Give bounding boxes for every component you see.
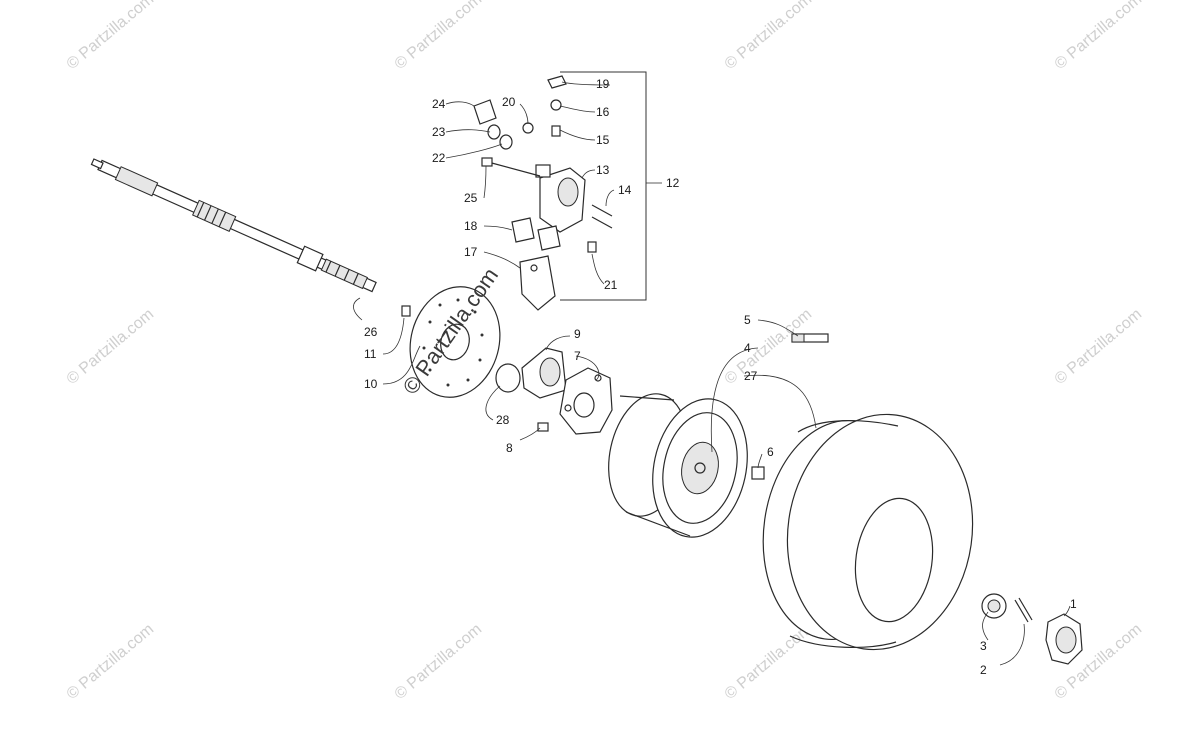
callout-16: 16 — [596, 105, 610, 119]
hub-cap — [1045, 613, 1083, 665]
tire — [762, 413, 974, 651]
callout-18: 18 — [464, 219, 478, 233]
watermark: © Partzilla.com — [1052, 0, 1146, 73]
callout-19: 19 — [596, 77, 610, 91]
axle-shaft — [90, 158, 377, 293]
watermark: © Partzilla.com — [64, 0, 158, 73]
callout-5: 5 — [744, 313, 751, 327]
brake-pads — [511, 217, 561, 251]
watermark: © Partzilla.com — [722, 0, 816, 73]
hub-seal-ring — [495, 363, 521, 393]
callout-11: 11 — [364, 347, 377, 361]
watermark: © Partzilla.com — [392, 621, 486, 703]
callout-26: 26 — [364, 325, 378, 339]
callout-labels: 1 2 3 4 5 6 7 8 9 10 11 12 13 14 15 16 1… — [364, 77, 1077, 677]
callout-21: 21 — [604, 278, 618, 292]
assembly-bracket — [560, 71, 647, 301]
watermark: © Partzilla.com — [392, 0, 486, 73]
callout-15: 15 — [596, 133, 610, 147]
callout-3: 3 — [980, 639, 987, 653]
callout-13: 13 — [596, 163, 610, 177]
callout-2: 2 — [980, 663, 987, 677]
wheel-hub — [521, 347, 567, 399]
watermark: © Partzilla.com — [722, 621, 816, 703]
cotter-pin — [1014, 597, 1033, 623]
bushing-and-seals — [473, 99, 513, 150]
callout-1: 1 — [1070, 597, 1077, 611]
callout-22: 22 — [432, 151, 446, 165]
brake-disc — [409, 286, 501, 398]
lug-nut — [751, 466, 765, 480]
callout-24: 24 — [432, 97, 446, 111]
bleeder-hardware — [522, 75, 597, 253]
callout-10: 10 — [364, 377, 378, 391]
watermark: © Partzilla.com — [1052, 306, 1146, 388]
callout-25: 25 — [464, 191, 478, 205]
valve-stem — [791, 333, 829, 343]
callout-7: 7 — [574, 349, 581, 363]
caliper-bolt — [481, 157, 541, 177]
callout-20: 20 — [502, 95, 516, 109]
callout-14: 14 — [618, 183, 632, 197]
caliper-assembly — [473, 71, 662, 311]
callout-27: 27 — [744, 369, 758, 383]
axle-nut — [981, 593, 1007, 619]
callout-9: 9 — [574, 327, 581, 341]
wheel-rim — [608, 393, 748, 538]
callout-4: 4 — [744, 341, 751, 355]
leader-lines — [353, 81, 1071, 666]
callout-17: 17 — [464, 245, 478, 259]
hub-bolt — [537, 422, 549, 432]
watermark: © Partzilla.com — [64, 306, 158, 388]
disc-bolt — [401, 305, 411, 317]
callout-12: 12 — [666, 176, 680, 190]
callout-8: 8 — [506, 441, 513, 455]
caliper-body — [535, 164, 586, 233]
caliper-pins — [591, 204, 613, 229]
callout-23: 23 — [432, 125, 446, 139]
callout-6: 6 — [767, 445, 774, 459]
caliper-bracket — [519, 255, 556, 311]
hub-flange — [559, 367, 613, 435]
callout-28: 28 — [496, 413, 510, 427]
watermark: © Partzilla.com — [64, 621, 158, 703]
